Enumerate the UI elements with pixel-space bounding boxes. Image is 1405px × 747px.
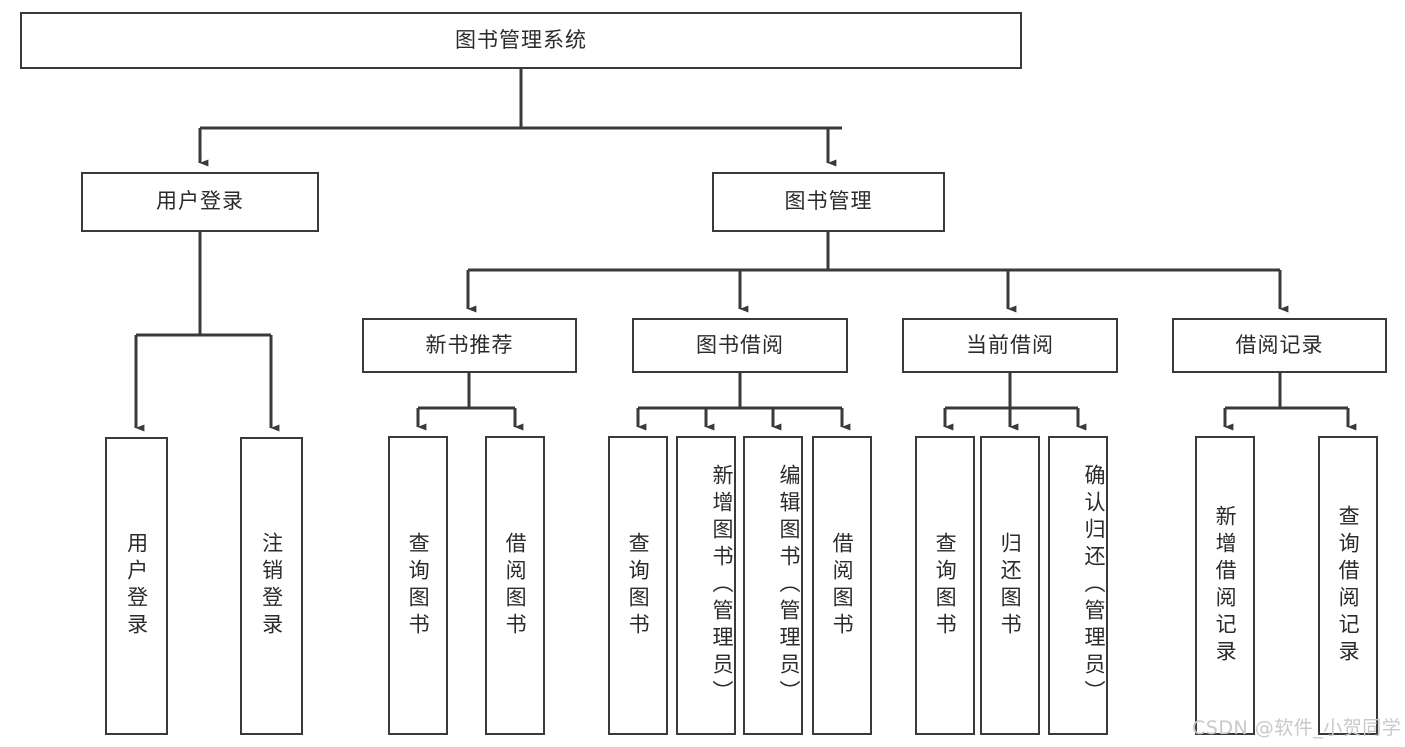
- leaf-node-return-book[interactable]: 归还图书: [980, 436, 1040, 735]
- leaf-label: 用户登录: [124, 532, 149, 640]
- node-book-borrow[interactable]: 图书借阅: [632, 318, 848, 373]
- leaf-label: 确认归还（管理员）: [1082, 464, 1106, 707]
- leaf-node-query-book-a[interactable]: 查询图书: [388, 436, 448, 735]
- leaf-node-borrow-book-a[interactable]: 借阅图书: [485, 436, 545, 735]
- node-borrow-record-label: 借阅记录: [1235, 332, 1324, 357]
- leaf-node-confirm-return-admin[interactable]: 确认归还（管理员）: [1048, 436, 1108, 735]
- node-current-borrow[interactable]: 当前借阅: [902, 318, 1118, 373]
- leaf-label: 注销登录: [259, 532, 284, 640]
- leaf-label: 查询借阅记录: [1336, 504, 1361, 667]
- leaf-node-borrow-book-b[interactable]: 借阅图书: [812, 436, 872, 735]
- leaf-label: 查询图书: [406, 531, 431, 640]
- node-user-login[interactable]: 用户登录: [81, 172, 319, 232]
- leaf-node-logout[interactable]: 注销登录: [240, 437, 303, 735]
- leaf-label: 借阅图书: [830, 531, 855, 640]
- leaf-node-query-borrow-record[interactable]: 查询借阅记录: [1318, 436, 1378, 735]
- node-book-management[interactable]: 图书管理: [712, 172, 945, 232]
- leaf-label: 编辑图书（管理员）: [777, 464, 801, 707]
- node-current-borrow-label: 当前借阅: [966, 332, 1054, 357]
- node-borrow-record[interactable]: 借阅记录: [1172, 318, 1387, 373]
- watermark-csdn: CSDN @软件_小贺同学: [1192, 717, 1402, 739]
- leaf-label: 新增借阅记录: [1213, 504, 1238, 667]
- leaf-node-query-book-c[interactable]: 查询图书: [915, 436, 975, 735]
- node-user-login-label: 用户登录: [156, 189, 244, 214]
- node-new-book-recommend[interactable]: 新书推荐: [362, 318, 577, 373]
- leaf-label: 归还图书: [998, 531, 1023, 640]
- node-root-label: 图书管理系统: [455, 27, 587, 52]
- leaf-label: 查询图书: [933, 531, 958, 640]
- leaf-node-user-login[interactable]: 用户登录: [105, 437, 168, 735]
- leaf-node-add-book-admin[interactable]: 新增图书（管理员）: [676, 436, 736, 735]
- leaf-node-edit-book-admin[interactable]: 编辑图书（管理员）: [743, 436, 803, 735]
- leaf-node-add-borrow-record[interactable]: 新增借阅记录: [1195, 436, 1255, 735]
- leaf-label: 查询图书: [626, 531, 651, 640]
- leaf-node-query-book-b[interactable]: 查询图书: [608, 436, 668, 735]
- leaf-label: 借阅图书: [503, 531, 528, 640]
- node-new-book-recommend-label: 新书推荐: [425, 332, 514, 357]
- leaf-label: 新增图书（管理员）: [710, 464, 734, 707]
- node-book-borrow-label: 图书借阅: [696, 332, 784, 357]
- node-root-system[interactable]: 图书管理系统: [20, 12, 1022, 69]
- node-book-management-label: 图书管理: [784, 189, 873, 214]
